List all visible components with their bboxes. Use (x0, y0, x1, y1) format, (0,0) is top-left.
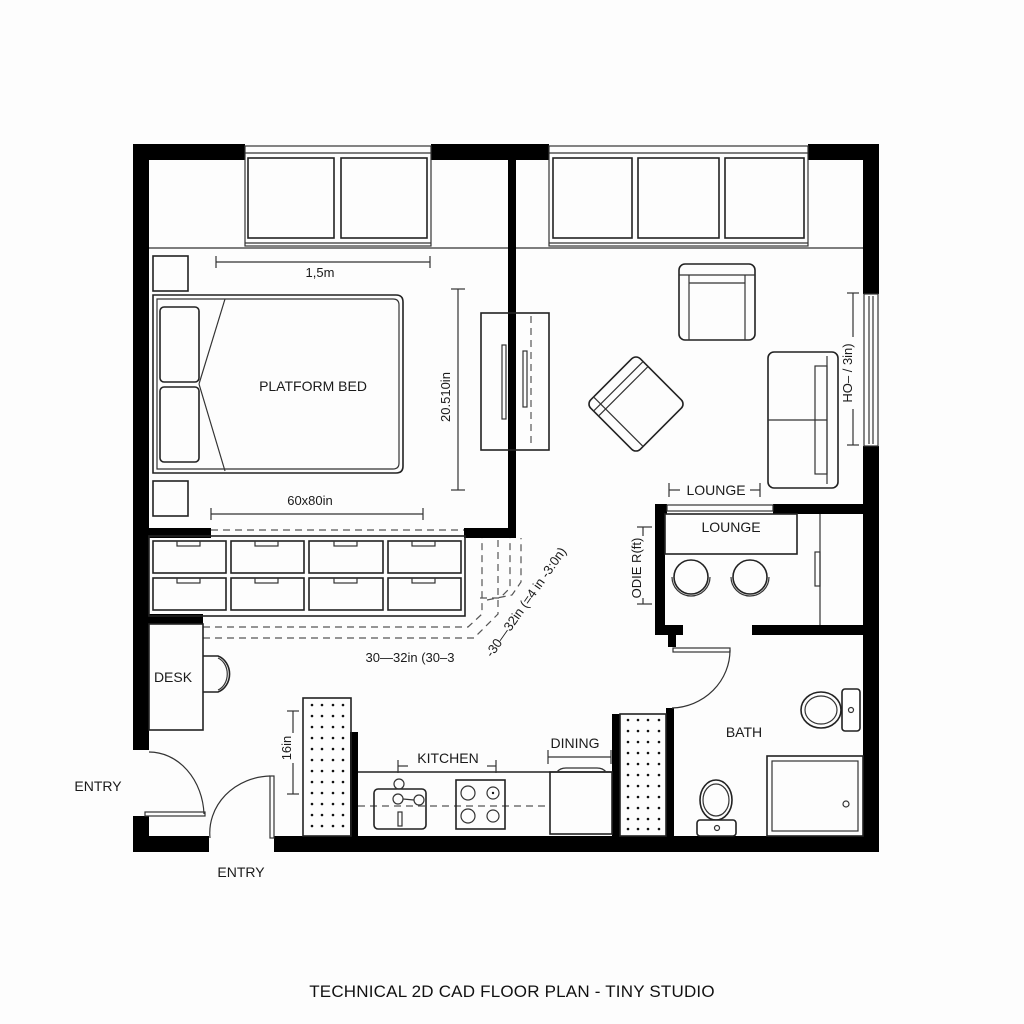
sofa (767, 351, 839, 489)
pillow-top (159, 306, 200, 383)
lounge-label-top: LOUNGE (686, 482, 745, 498)
nightstand-bottom (152, 480, 189, 517)
bed-length-dimension: 20.510in (438, 372, 453, 422)
kitchen-label: KITCHEN (417, 750, 478, 766)
entry-doors: ENTRY ENTRY (74, 751, 275, 880)
interior-walls (149, 144, 869, 836)
exterior-walls (133, 144, 879, 852)
plan-title: TECHNICAL 2D CAD FLOOR PLAN - TINY STUDI… (309, 982, 715, 1001)
cooktop (455, 779, 506, 830)
kitchen: 16in KITCHEN (279, 697, 613, 837)
entry-label-bottom: ENTRY (217, 864, 265, 880)
dining-counter (549, 771, 613, 835)
pantry-right (619, 713, 667, 837)
bedroom: PLATFORM BED 1,5m 60x80in 20.510in (152, 255, 465, 520)
clearance-arc-dimension: -30—32in (=4 in -3:0n) (482, 544, 569, 659)
dining: DINING (547, 713, 667, 837)
bed-width-dimension: 1,5m (306, 265, 335, 280)
living-window (548, 145, 809, 247)
platform-bed (152, 294, 404, 474)
bathroom: BATH (671, 647, 864, 837)
entry-label-left: ENTRY (74, 778, 122, 794)
shower-tray (766, 755, 864, 837)
lounge-nook: LOUNGE ODIE R(ft) (629, 513, 821, 625)
lounge-nook-dimension: ODIE R(ft) (629, 538, 644, 599)
bed-label: PLATFORM BED (259, 378, 367, 394)
pantry-right-dots (626, 718, 661, 831)
armchair-top (678, 263, 756, 341)
pillow-bottom (159, 386, 200, 463)
bed-size-dimension: 60x80in (287, 493, 333, 508)
drawer-storage: 30—32in (30–3 -30—32in (=4 in -3:0n) (148, 529, 569, 665)
desk-area: DESK (148, 623, 231, 731)
bedroom-window (244, 145, 432, 247)
nightstand-top (152, 255, 189, 292)
lounge-nook-label: LOUNGE (701, 519, 760, 535)
clearance-dimension: 30—32in (30–3 (366, 650, 455, 665)
desk-chair (203, 655, 231, 693)
toilet-right (800, 688, 861, 732)
drawers (152, 540, 462, 611)
dining-label: DINING (551, 735, 600, 751)
side-window-dimension: HO– / 3in) (840, 343, 855, 402)
desk-label: DESK (154, 669, 193, 685)
bath-label: BATH (726, 724, 762, 740)
toilet-bottom (696, 779, 737, 837)
armchair-rotated (588, 356, 684, 452)
side-window (863, 293, 879, 447)
pantry-left (302, 697, 352, 837)
pantry-left-dots (310, 703, 345, 828)
sliding-wardrobe (480, 312, 550, 451)
living-room: HO– / 3in) LOUNGE (588, 263, 861, 512)
pantry-depth-dimension: 16in (279, 736, 294, 761)
